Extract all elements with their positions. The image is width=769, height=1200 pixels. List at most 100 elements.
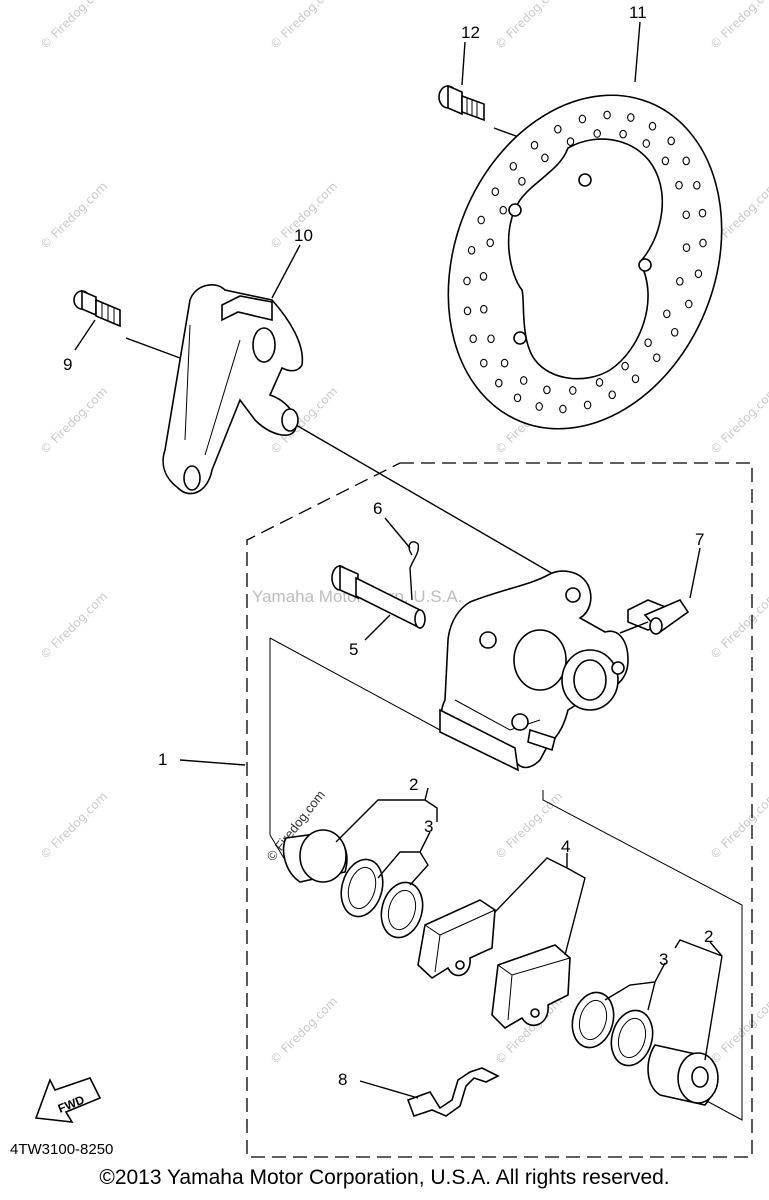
disc-hole — [499, 205, 507, 215]
disc-hole — [694, 269, 703, 279]
callout-3-lower: 3 — [659, 950, 668, 969]
disc-hole — [487, 334, 495, 344]
watermark-firedog: © Firedog.com — [707, 0, 769, 52]
watermark-firedog: © Firedog.com — [267, 0, 340, 52]
brake-pad-part-4-right — [491, 944, 571, 1030]
disc-hole — [554, 124, 562, 134]
disc-hole — [682, 210, 690, 220]
alignment-lines — [125, 127, 743, 1121]
disc-hole — [661, 156, 670, 166]
seals-part-3-right — [571, 991, 654, 1067]
disc-hole — [698, 208, 707, 218]
disc-hole — [500, 358, 509, 368]
bolt-part-9 — [73, 289, 121, 328]
disc-hole — [593, 129, 601, 138]
diagram-part-code: 4TW3100-8250 — [10, 1141, 114, 1158]
callout-4: 4 — [561, 837, 570, 856]
disc-hole — [648, 121, 657, 131]
disc-hole — [569, 386, 577, 395]
callout-10: 10 — [294, 226, 313, 245]
disc-hole — [699, 238, 707, 248]
watermark-firedog: © Firedog.com — [707, 589, 769, 662]
spring-part-8 — [406, 1067, 500, 1118]
disc-hole — [463, 276, 471, 286]
disc-hole — [675, 180, 683, 190]
caliper-body — [439, 570, 629, 772]
watermark-firedog: © Firedog.com — [37, 179, 110, 252]
disc-hole — [595, 378, 604, 387]
disc-hole — [676, 276, 684, 286]
callout-2-lower: 2 — [704, 927, 713, 946]
bleed-screw-part-7 — [619, 599, 690, 635]
disc-hole — [566, 137, 575, 146]
disc-hole — [682, 156, 690, 166]
bolt-part-12 — [438, 84, 485, 122]
callout-8: 8 — [338, 1070, 347, 1089]
callout-12: 12 — [461, 23, 480, 42]
disc-hole — [652, 353, 661, 363]
brake-pad-part-4-left — [417, 899, 496, 980]
disc-hole — [469, 334, 477, 344]
disc-hole — [480, 358, 488, 368]
callout-5: 5 — [349, 640, 358, 659]
disc-hole — [559, 404, 567, 414]
disc-holes — [463, 110, 707, 414]
watermark-firedog: © Firedog.com — [492, 0, 565, 52]
caliper-bracket-part-10 — [162, 284, 304, 495]
disc-hole — [513, 393, 522, 403]
watermark-firedog: © Firedog.com — [267, 994, 340, 1067]
watermark-firedog: © Firedog.com — [707, 789, 769, 862]
watermark-firedog: © Firedog.com — [37, 589, 110, 662]
disc-hole — [467, 245, 476, 255]
piston-part-2-right — [647, 1044, 719, 1106]
callout-11: 11 — [629, 3, 647, 22]
disc-hole — [509, 161, 518, 171]
pin-part-5 — [331, 564, 426, 630]
disc-hole — [670, 327, 679, 337]
callout-7: 7 — [695, 530, 704, 549]
callout-2-upper: 2 — [409, 775, 418, 794]
watermark-firedog: © Firedog.com — [492, 789, 565, 862]
watermark-firedog: © Firedog.com — [707, 384, 769, 457]
watermark-firedog: © Firedog.com — [37, 789, 110, 862]
disc-hole — [667, 136, 675, 146]
seals-part-3-left — [340, 858, 424, 939]
callout-3-upper: 3 — [424, 817, 433, 836]
disc-hole — [631, 374, 640, 384]
watermark-firedog: © Firedog.com — [37, 0, 110, 52]
disc-hole — [578, 114, 587, 124]
disc-hole — [543, 385, 551, 395]
disc-hole — [519, 376, 528, 385]
disc-hole — [603, 110, 611, 120]
disc-hole — [619, 129, 627, 139]
disc-hole — [535, 402, 543, 411]
disc-hole — [682, 243, 691, 252]
disc-hole — [693, 180, 701, 190]
disc-hole — [491, 187, 500, 197]
caliper-assembly-outline — [246, 462, 753, 1158]
disc-hole — [583, 400, 592, 410]
disc-hole — [685, 299, 693, 309]
disc-hole — [644, 338, 652, 348]
disc-hole — [541, 153, 549, 163]
disc-hole — [608, 390, 616, 400]
watermark-firedog: © Firedog.com — [707, 994, 769, 1067]
copyright-notice: ©2013 Yamaha Motor Corporation, U.S.A. A… — [99, 1166, 670, 1189]
disc-hole — [477, 215, 485, 225]
disc-hole — [518, 176, 526, 186]
watermark-firedog: © Firedog.com — [37, 384, 110, 457]
disc-hole — [663, 309, 671, 319]
disc-hole — [480, 304, 488, 314]
forward-direction-arrow-icon: FWD — [34, 1077, 102, 1123]
disc-hole — [479, 272, 488, 281]
disc-hole — [463, 306, 472, 316]
disc-hole — [486, 238, 494, 248]
disc-hole — [642, 139, 651, 148]
callout-leaders — [74, 21, 723, 1099]
disc-hole — [530, 140, 539, 150]
callout-9: 9 — [63, 355, 72, 374]
callout-labels: 12 11 10 9 6 7 5 1 2 3 4 2 3 8 — [63, 3, 713, 1089]
callout-1: 1 — [158, 750, 167, 769]
disc-hole — [627, 113, 635, 122]
